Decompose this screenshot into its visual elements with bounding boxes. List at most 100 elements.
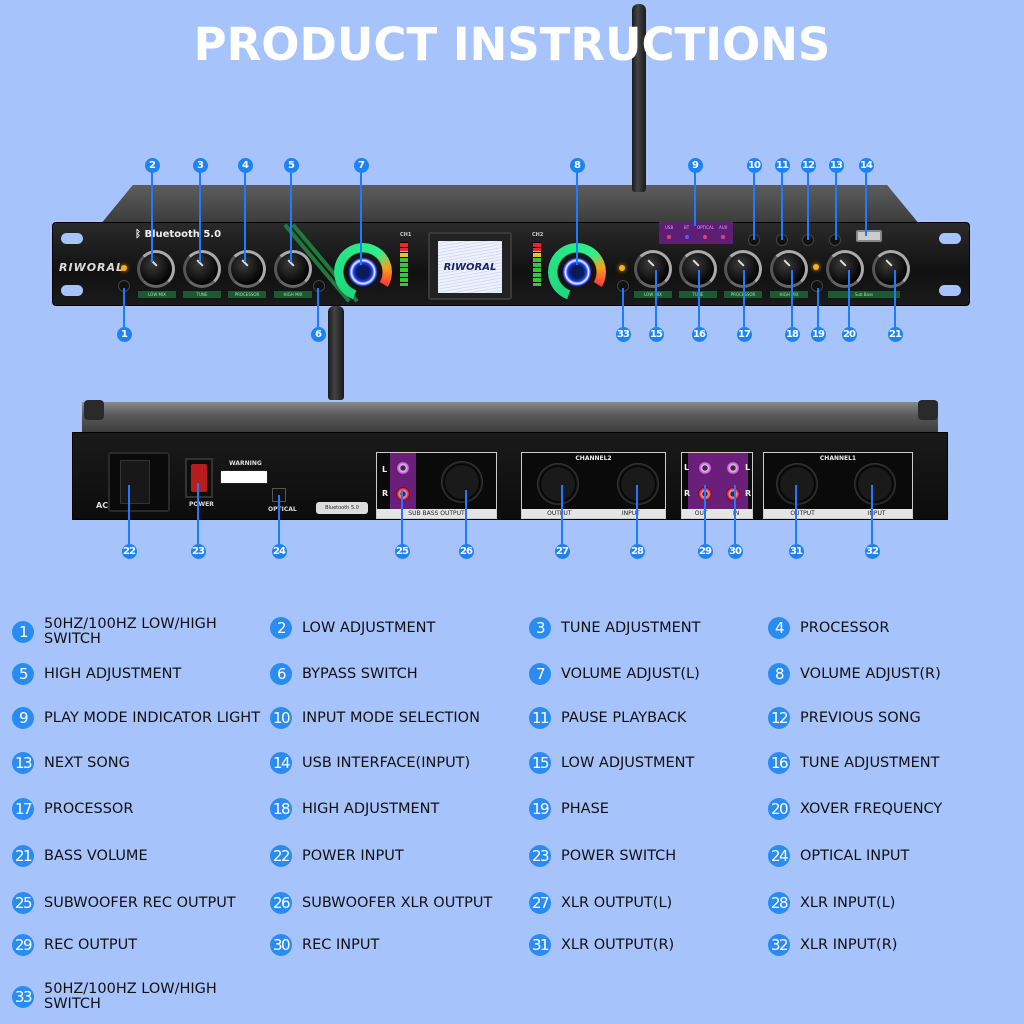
legend-text: VOLUME ADJUST(L) <box>561 665 700 682</box>
tune-knob-ch1[interactable] <box>183 250 221 288</box>
rack-ear-hole <box>61 233 83 244</box>
rec-in-left-jack[interactable] <box>726 461 740 475</box>
callout-line-21 <box>894 270 896 327</box>
legend-text: 50HZ/100HZ LOW/HIGH SWITCH <box>44 981 217 1012</box>
legend-text: PLAY MODE INDICATOR LIGHT <box>44 709 261 726</box>
legend-number-badge: 13 <box>12 752 34 774</box>
legend-number-badge: 1 <box>12 621 34 643</box>
callout-line-32 <box>871 485 873 544</box>
xover-frequency-knob[interactable] <box>826 250 864 288</box>
status-led <box>121 265 127 271</box>
callout-badge-2: 2 <box>144 157 160 173</box>
r-label: R <box>382 489 389 498</box>
status-led <box>619 265 625 271</box>
mode-label-bt: BT <box>684 225 690 230</box>
power-input-socket[interactable] <box>108 452 170 512</box>
legend-number-badge: 2 <box>270 617 292 639</box>
level-meter-ch1 <box>400 242 408 286</box>
callout-badge-22: 22 <box>121 543 137 559</box>
display-logo: RIWORAL <box>438 241 502 293</box>
callout-line-29 <box>704 485 706 544</box>
channel-label-ch1: CH1 <box>400 232 412 238</box>
mode-led-optical <box>703 235 707 239</box>
callout-line-20 <box>848 270 850 327</box>
legend-number-badge: 21 <box>12 845 34 867</box>
legend-text: PROCESSOR <box>44 800 134 817</box>
callout-line-26 <box>465 490 467 544</box>
label-tune-ch1: TUNE <box>183 291 221 298</box>
callout-line-15 <box>655 270 657 327</box>
legend-text: LOW ADJUSTMENT <box>302 619 436 636</box>
legend-text: PHASE <box>561 800 609 817</box>
callout-badge-33: 33 <box>615 326 631 342</box>
channel-label-ch2: CH2 <box>532 232 544 238</box>
callout-badge-9: 9 <box>687 157 703 173</box>
legend-text: XOVER FREQUENCY <box>800 800 943 817</box>
mode-led-bt <box>685 235 689 239</box>
legend-number-badge: 9 <box>12 707 34 729</box>
rack-ear-hole <box>939 285 961 296</box>
callout-badge-7: 7 <box>353 157 369 173</box>
bluetooth-badge: Bluetooth 5.0 <box>316 502 368 514</box>
callout-line-6 <box>317 288 319 327</box>
rec-in-right-jack[interactable] <box>726 487 740 501</box>
rec-out-caption: OUT <box>694 510 708 517</box>
xlr-input-left-jack[interactable] <box>617 463 659 505</box>
legend-number-badge: 6 <box>270 663 292 685</box>
play-mode-indicator-panel: USB BT OPTICAL AUX <box>659 222 733 244</box>
callout-badge-6: 6 <box>310 326 326 342</box>
sub-rca-right-jack[interactable] <box>396 487 410 501</box>
legend-number-badge: 28 <box>768 892 790 914</box>
high-mix-knob-ch2[interactable] <box>770 250 808 288</box>
xlr-output-right-jack[interactable] <box>776 463 818 505</box>
callout-badge-11: 11 <box>774 157 790 173</box>
legend-number-badge: 23 <box>529 845 551 867</box>
sub-rca-left-jack[interactable] <box>396 461 410 475</box>
legend-text: TUNE ADJUSTMENT <box>800 754 940 771</box>
bypass-switch[interactable] <box>313 280 325 292</box>
warning-sticker <box>220 470 268 484</box>
xlr-output-left-jack[interactable] <box>537 463 579 505</box>
legend-number-badge: 31 <box>529 934 551 956</box>
usb-port[interactable] <box>856 230 882 242</box>
power-switch[interactable] <box>185 458 213 498</box>
power-label: POWER <box>189 501 214 508</box>
status-led <box>813 264 819 270</box>
callout-line-22 <box>128 485 130 544</box>
callout-line-9 <box>694 172 696 226</box>
callout-badge-14: 14 <box>858 157 874 173</box>
legend-text: HIGH ADJUSTMENT <box>44 665 182 682</box>
legend-number-badge: 32 <box>768 934 790 956</box>
callout-line-5 <box>290 172 292 262</box>
low-mix-knob-ch2[interactable] <box>634 250 672 288</box>
xlr-input-right-jack[interactable] <box>854 463 896 505</box>
callout-badge-8: 8 <box>569 157 585 173</box>
callout-line-4 <box>244 172 246 262</box>
rec-out-left-jack[interactable] <box>698 461 712 475</box>
volume-knob-left[interactable] <box>348 257 378 287</box>
high-mix-knob-ch1[interactable] <box>274 250 312 288</box>
callout-badge-31: 31 <box>788 543 804 559</box>
callout-line-10 <box>753 172 755 240</box>
callout-line-2 <box>151 172 153 262</box>
processor-knob-ch1[interactable] <box>228 250 266 288</box>
low-mix-knob-ch1[interactable] <box>137 250 175 288</box>
callout-line-3 <box>199 172 201 262</box>
legend-number-badge: 14 <box>270 752 292 774</box>
callout-badge-13: 13 <box>828 157 844 173</box>
callout-badge-20: 20 <box>841 326 857 342</box>
callout-badge-4: 4 <box>237 157 253 173</box>
legend-text: INPUT MODE SELECTION <box>302 709 480 726</box>
legend-text: REC INPUT <box>302 936 380 953</box>
sub-xlr-output-jack[interactable] <box>441 461 483 503</box>
bass-volume-knob[interactable] <box>872 250 910 288</box>
callout-badge-19: 19 <box>810 326 826 342</box>
legend-number-badge: 26 <box>270 892 292 914</box>
